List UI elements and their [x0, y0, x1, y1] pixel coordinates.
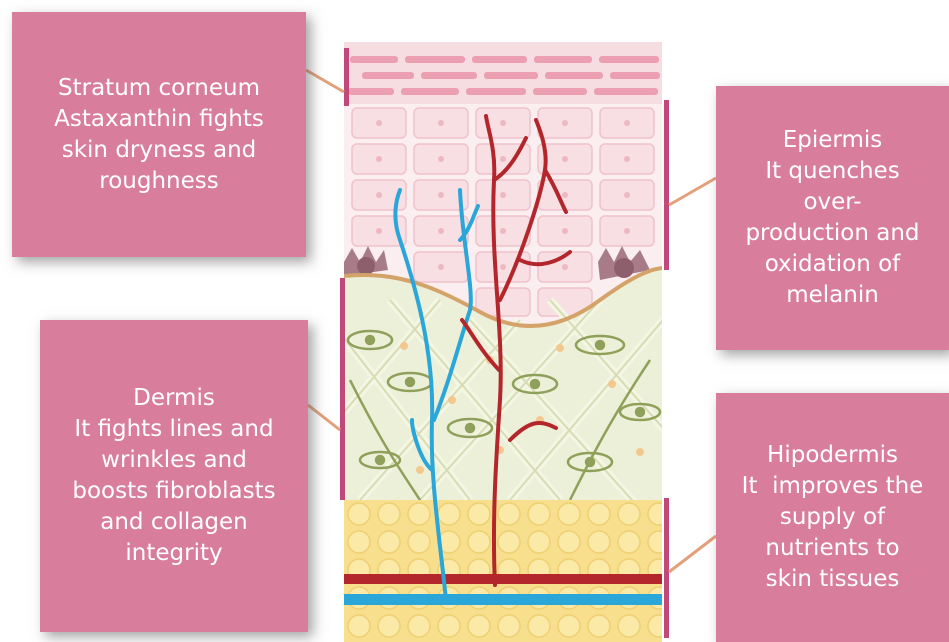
- bracket-epidermis: [664, 100, 669, 270]
- callout-dermis-line: and collagen: [72, 507, 275, 538]
- callout-dermis-title: Dermis: [72, 383, 275, 414]
- connector-hypodermis: [669, 536, 716, 572]
- callout-dermis-line: It fights lines and: [72, 414, 275, 445]
- vein-horizontal: [344, 594, 662, 605]
- bracket-stratum-corneum: [344, 48, 349, 106]
- callout-hypodermis-line: nutrients to: [742, 533, 924, 564]
- connector-dermis: [308, 405, 340, 430]
- callout-epidermis-line: melanin: [745, 280, 919, 311]
- stratum-corneum-layer: [344, 42, 662, 104]
- hypodermis-layer: [344, 500, 662, 642]
- callout-epidermis-line: over-: [745, 187, 919, 218]
- callout-hypodermis-line: skin tissues: [742, 564, 924, 595]
- connector-epidermis: [669, 178, 716, 205]
- connector-stratum-corneum: [306, 70, 344, 92]
- callout-hypodermis-line: It improves the: [742, 471, 924, 502]
- bracket-hypodermis: [664, 498, 669, 638]
- bracket-dermis: [340, 278, 345, 500]
- callout-epidermis-line: It quenches: [745, 156, 919, 187]
- callout-dermis-line: wrinkles and: [72, 445, 275, 476]
- artery-horizontal: [344, 574, 662, 584]
- callout-epidermis: Epiermis It quenches over- production an…: [716, 86, 949, 350]
- callout-stratum-corneum-line: roughness: [54, 166, 264, 197]
- callout-hypodermis-title: Hipodermis: [742, 440, 924, 471]
- callout-stratum-corneum-line: Astaxanthin fights: [54, 104, 264, 135]
- callout-hypodermis-line: supply of: [742, 502, 924, 533]
- callout-epidermis-title: Epiermis: [745, 125, 919, 156]
- callout-dermis: Dermis It fights lines and wrinkles and …: [40, 320, 308, 632]
- callout-stratum-corneum: Stratum corneum Astaxanthin fights skin …: [12, 12, 306, 257]
- callout-hypodermis: Hipodermis It improves the supply of nut…: [716, 393, 949, 642]
- callout-epidermis-line: production and: [745, 218, 919, 249]
- callout-stratum-corneum-line: skin dryness and: [54, 135, 264, 166]
- callout-dermis-line: integrity: [72, 538, 275, 569]
- callout-stratum-corneum-title: Stratum corneum: [54, 73, 264, 104]
- callout-epidermis-line: oxidation of: [745, 249, 919, 280]
- callout-dermis-line: boosts fibroblasts: [72, 476, 275, 507]
